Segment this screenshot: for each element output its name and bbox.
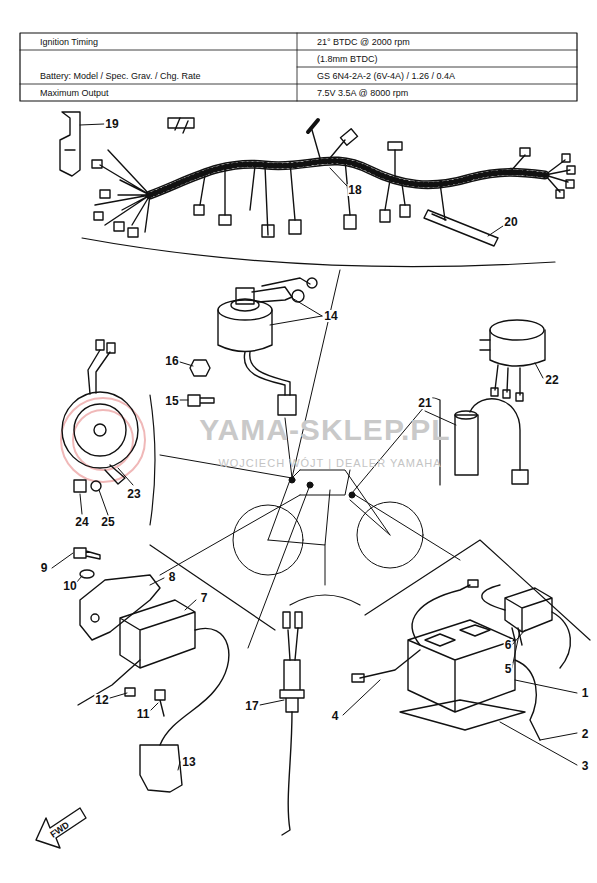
callout-number: 12 xyxy=(94,694,109,706)
washer xyxy=(91,481,101,491)
callout-number: 13 xyxy=(181,756,196,768)
spec-table xyxy=(20,33,577,101)
callout-number: 2 xyxy=(581,728,590,740)
band-strap xyxy=(424,210,498,246)
table-cell: GS 6N4-2A-2 (6V-4A) / 1.26 / 0.4A xyxy=(317,72,455,81)
callout-number: 3 xyxy=(581,760,590,772)
harness-bracket xyxy=(60,112,80,176)
callout-number: 14 xyxy=(323,310,338,322)
watermark: YAMA-SKLEP.PL xyxy=(199,415,450,445)
callout-number: 5 xyxy=(504,663,513,675)
callout-number: 19 xyxy=(104,118,119,130)
flasher-relay xyxy=(480,320,545,401)
bolt xyxy=(74,480,86,492)
bolt xyxy=(188,395,214,406)
main-switch xyxy=(218,278,317,415)
callout-number: 23 xyxy=(126,488,141,500)
horn xyxy=(62,340,138,484)
table-cell: Maximum Output xyxy=(40,89,109,98)
group-bracket xyxy=(150,395,590,640)
callout-number: 6 xyxy=(504,639,513,651)
callout-number: 4 xyxy=(331,710,340,722)
direction-label: FWD xyxy=(49,820,71,839)
callout-number: 25 xyxy=(100,516,115,528)
table-cell: Ignition Timing xyxy=(40,38,98,47)
table-cell: 21° BTDC @ 2000 rpm xyxy=(317,38,410,47)
leader-line xyxy=(160,270,460,648)
callout-number: 21 xyxy=(417,397,432,409)
bolt xyxy=(155,690,165,716)
callout-number: 10 xyxy=(62,580,77,592)
callout-number: 1 xyxy=(581,687,590,699)
bolt xyxy=(74,548,100,559)
washer xyxy=(80,570,94,578)
callout-number: 9 xyxy=(40,562,49,574)
forward-arrow xyxy=(36,808,86,848)
callout-number: 11 xyxy=(136,708,151,720)
callout-number: 20 xyxy=(503,216,518,228)
callout-number: 15 xyxy=(164,395,179,407)
ignition-coil xyxy=(78,600,229,792)
bolt xyxy=(125,688,135,696)
wire-harness xyxy=(82,118,575,267)
table-cell: Battery: Model / Spec. Grav. / Chg. Rate xyxy=(40,72,200,81)
hole xyxy=(91,614,99,622)
watermark: WOJCIECH WÓJT | DEALER YAMAHA xyxy=(218,458,441,469)
callout-number: 22 xyxy=(544,374,559,386)
callout-number: 24 xyxy=(74,516,89,528)
callout-number: 18 xyxy=(347,184,362,196)
neutral-switch xyxy=(280,612,304,835)
fuse-holder xyxy=(455,399,528,484)
callout-number: 17 xyxy=(244,700,259,712)
callout-number: 16 xyxy=(164,355,179,367)
motorcycle-outline xyxy=(233,470,423,575)
table-cell: (1.8mm BTDC) xyxy=(317,55,378,64)
table-cell: 7.5V 3.5A @ 8000 rpm xyxy=(317,89,408,98)
callout-number: 8 xyxy=(168,571,177,583)
leader-line xyxy=(52,124,577,770)
nut xyxy=(190,360,210,376)
battery xyxy=(352,580,540,740)
callout-number: 7 xyxy=(200,592,209,604)
rectifier xyxy=(482,585,571,668)
